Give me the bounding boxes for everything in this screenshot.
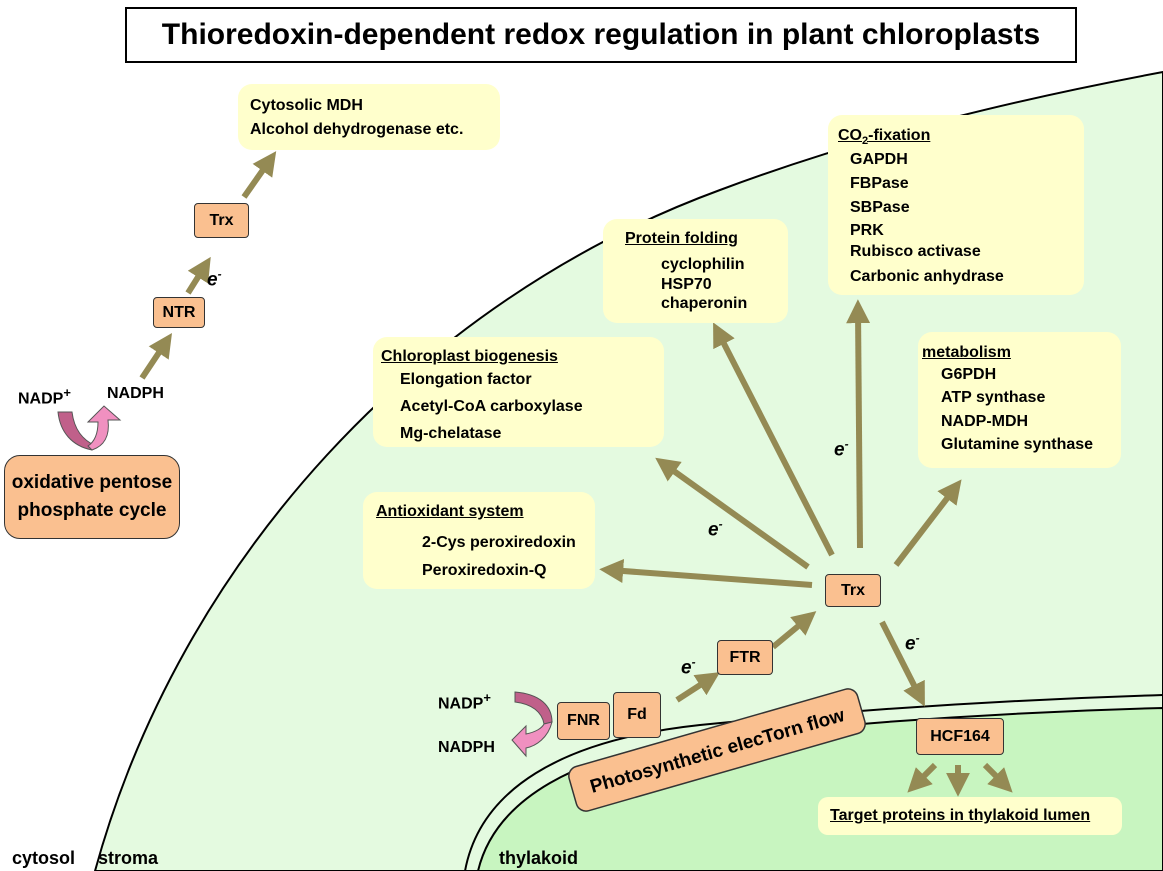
oppp-node: oxidative pentose phosphate cycle bbox=[4, 455, 180, 539]
metabolism-header: metabolism bbox=[922, 344, 1011, 361]
fd-node: Fd bbox=[613, 692, 661, 738]
oppp-line-1: oxidative pentose bbox=[11, 472, 173, 493]
arrow-trx-to-hcf164 bbox=[879, 620, 925, 707]
metabolism-item: NADP-MDH bbox=[941, 413, 1029, 430]
electron-label-fd: e- bbox=[681, 655, 696, 679]
co2-fixation-box: CO2-fixation GAPDH FBPase SBPase PRK Rub… bbox=[828, 115, 1084, 295]
chloroplast-biogenesis-item: Mg-chelatase bbox=[400, 425, 502, 442]
chloroplast-biogenesis-header: Chloroplast biogenesis bbox=[381, 348, 558, 365]
arrow-ftr-to-trx bbox=[771, 611, 817, 650]
electron-label-co2: e- bbox=[834, 437, 849, 461]
protein-folding-item: HSP70 bbox=[661, 276, 712, 293]
antioxidant-system-box: Antioxidant system 2-Cys peroxiredoxin P… bbox=[363, 492, 595, 589]
electron-label-biogenesis: e- bbox=[708, 517, 723, 541]
cytosol-trx-node: Trx bbox=[194, 203, 249, 238]
arrow-trx-to-co2-fixation bbox=[846, 299, 871, 549]
chloroplast-biogenesis-item: Acetyl-CoA carboxylase bbox=[400, 398, 583, 415]
arrow-hcf164-right bbox=[982, 762, 1013, 793]
arrow-hcf164-left bbox=[907, 762, 938, 793]
co2-fixation-item: FBPase bbox=[850, 175, 909, 192]
cytosol-nadph-label: NADPH bbox=[107, 385, 164, 402]
cytosolic-target-item: Cytosolic MDH bbox=[250, 97, 363, 114]
page-title: Thioredoxin-dependent redox regulation i… bbox=[125, 7, 1077, 63]
metabolism-item: ATP synthase bbox=[941, 389, 1046, 406]
cytosolic-target-item: Alcohol dehydrogenase etc. bbox=[250, 121, 464, 138]
co2-fixation-item: PRK bbox=[850, 222, 884, 239]
co2-fixation-header: CO2-fixation bbox=[838, 127, 931, 148]
arrow-fd-to-ftr bbox=[675, 672, 721, 703]
protein-folding-item: cyclophilin bbox=[661, 256, 745, 273]
co2-fixation-item: GAPDH bbox=[850, 151, 908, 168]
metabolism-box: metabolism G6PDH ATP synthase NADP-MDH G… bbox=[918, 332, 1121, 468]
stroma-label: stroma bbox=[98, 848, 159, 868]
arrow-trx-to-biogenesis bbox=[655, 457, 810, 570]
arrow-trx-to-metabolism bbox=[893, 479, 962, 567]
cytosol-nadp-label: NADP+ bbox=[18, 385, 71, 408]
antioxidant-item: Peroxiredoxin-Q bbox=[422, 562, 547, 579]
stroma-nadp-arrow-bottom bbox=[511, 721, 553, 758]
arrow-ntr-to-trx bbox=[185, 256, 211, 295]
arrow-trx-to-cytosolic-targets bbox=[241, 151, 277, 199]
cytosolic-targets-box: Cytosolic MDH Alcohol dehydrogenase etc. bbox=[238, 84, 500, 150]
chloroplast-biogenesis-box: Chloroplast biogenesis Elongation factor… bbox=[373, 337, 664, 447]
protein-folding-item: chaperonin bbox=[661, 295, 748, 312]
protein-folding-box: Protein folding cyclophilin HSP70 chaper… bbox=[603, 219, 788, 323]
stroma-nadp-label: NADP+ bbox=[438, 690, 491, 713]
antioxidant-item: 2-Cys peroxiredoxin bbox=[422, 534, 576, 551]
stroma-trx-node: Trx bbox=[825, 574, 881, 607]
thylakoid-targets-box: Target proteins in thylakoid lumen bbox=[818, 797, 1122, 835]
thylakoid-targets-label: Target proteins in thylakoid lumen bbox=[830, 807, 1091, 824]
oppp-line-2: phosphate cycle bbox=[17, 500, 167, 521]
cytosol-arrows bbox=[139, 151, 277, 380]
electron-label-hcf164: e- bbox=[905, 631, 920, 655]
hcf164-node: HCF164 bbox=[916, 718, 1004, 755]
cytosol-nadp-arrow-right bbox=[86, 405, 122, 451]
co2-fixation-item: SBPase bbox=[850, 199, 910, 216]
arrow-nadph-to-ntr bbox=[139, 333, 172, 380]
ntr-node: NTR bbox=[153, 297, 205, 328]
antioxidant-system-header: Antioxidant system bbox=[376, 503, 524, 520]
co2-fixation-item: Carbonic anhydrase bbox=[850, 268, 1004, 285]
chloroplast-biogenesis-item: Elongation factor bbox=[400, 371, 532, 388]
co2-fixation-item: Rubisco activase bbox=[850, 243, 981, 260]
fnr-node: FNR bbox=[557, 702, 610, 740]
cytosol-label: cytosol bbox=[12, 848, 76, 868]
protein-folding-header: Protein folding bbox=[625, 230, 738, 247]
metabolism-item: G6PDH bbox=[941, 366, 997, 383]
trx-arrows bbox=[599, 299, 1013, 797]
thylakoid-label: thylakoid bbox=[499, 848, 579, 868]
cytosol-electron-label: e- bbox=[207, 267, 222, 291]
stroma-nadph-label: NADPH bbox=[438, 739, 495, 756]
arrow-trx-to-antioxidant bbox=[599, 559, 813, 588]
thylakoid-outer-membrane bbox=[464, 694, 1163, 871]
metabolism-item: Glutamine synthase bbox=[941, 436, 1094, 453]
arrow-trx-to-protein-folding bbox=[713, 322, 835, 557]
ftr-node: FTR bbox=[717, 640, 773, 675]
